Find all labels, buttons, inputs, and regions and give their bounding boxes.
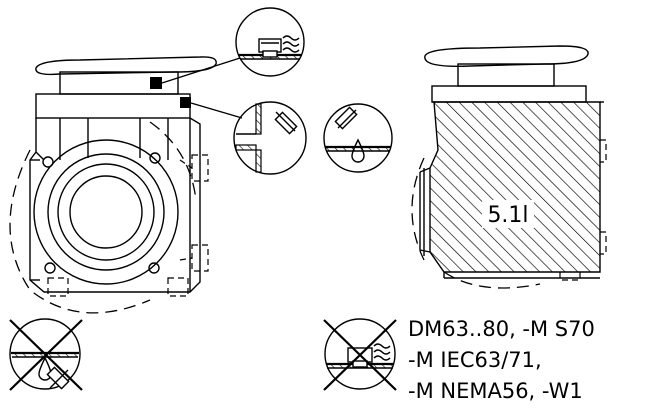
note-line-2: -M IEC63/71, xyxy=(408,348,542,372)
oil-drop-icon xyxy=(351,138,365,163)
bolt-hole xyxy=(42,156,54,168)
note-line-1: DM63..80, -M S70 xyxy=(408,317,595,341)
dashed-foot xyxy=(47,277,69,297)
detail-drain-section xyxy=(233,101,307,175)
oil-fill-marker xyxy=(150,77,162,89)
breather-marker xyxy=(180,97,191,108)
top-plate xyxy=(35,93,191,119)
not-applicable-drain-icon xyxy=(9,318,83,391)
top-flange-side xyxy=(424,45,589,67)
oil-volume-label: 5.1l xyxy=(487,203,528,228)
side-view: 5.1l xyxy=(411,45,607,289)
bolt-hole xyxy=(148,262,160,274)
leader-line xyxy=(190,102,243,119)
front-view xyxy=(9,56,217,314)
bolt-hole xyxy=(149,152,161,164)
top-flange xyxy=(35,56,217,76)
detail-oil-drain xyxy=(323,103,393,173)
detail-breather-plug xyxy=(235,7,305,77)
not-applicable-breather-icon xyxy=(323,318,397,391)
oil-fill-area xyxy=(430,102,600,272)
output-shaft xyxy=(69,175,143,249)
dashed-foot xyxy=(167,277,189,297)
output-housing xyxy=(33,139,179,285)
note-line-3: -M NEMA56, -W1 xyxy=(408,379,583,403)
housing-outline xyxy=(29,117,201,293)
bolt-hole xyxy=(44,262,56,274)
leader-line xyxy=(161,57,241,84)
